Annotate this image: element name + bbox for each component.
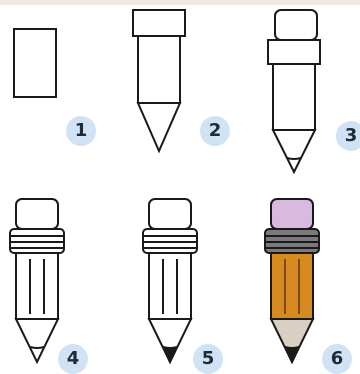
step-5-eraser bbox=[149, 199, 191, 229]
step-2-eraser-cap bbox=[133, 10, 185, 36]
step-5-drawing bbox=[143, 199, 197, 362]
step-6-drawing bbox=[265, 199, 319, 362]
step-4-drawing bbox=[10, 199, 64, 362]
step-badge-5: 5 bbox=[193, 344, 223, 374]
step-3-pencil-tip bbox=[273, 130, 315, 172]
step-6-pencil-body bbox=[271, 253, 313, 319]
step-badge-2: 2 bbox=[200, 116, 230, 146]
step-4-eraser bbox=[16, 199, 58, 229]
step-5-graphite-tip bbox=[163, 347, 177, 362]
step-2-drawing bbox=[133, 10, 185, 151]
step-badge-4: 4 bbox=[58, 344, 88, 374]
step-3-pencil-body bbox=[273, 64, 315, 130]
step-3-drawing bbox=[268, 10, 320, 172]
step-badge-3: 3 bbox=[336, 121, 360, 151]
step-2-pencil-tip bbox=[138, 103, 180, 151]
step-4-pencil-body bbox=[16, 253, 58, 319]
step-3-graphite-line bbox=[287, 158, 301, 159]
step-4-graphite-line bbox=[30, 347, 44, 348]
step-5-pencil-body bbox=[149, 253, 191, 319]
step-6-eraser bbox=[271, 199, 313, 229]
step-2-pencil-body bbox=[138, 36, 180, 103]
step-6-graphite-tip bbox=[285, 347, 299, 362]
step-3-ferrule bbox=[268, 40, 320, 64]
step-1-eraser-outline bbox=[14, 29, 56, 97]
step-4-pencil-tip bbox=[16, 319, 58, 362]
step-badge-1: 1 bbox=[66, 116, 96, 146]
step-badge-6: 6 bbox=[322, 344, 352, 374]
step-1-drawing bbox=[14, 29, 56, 97]
step-3-eraser bbox=[275, 10, 317, 40]
